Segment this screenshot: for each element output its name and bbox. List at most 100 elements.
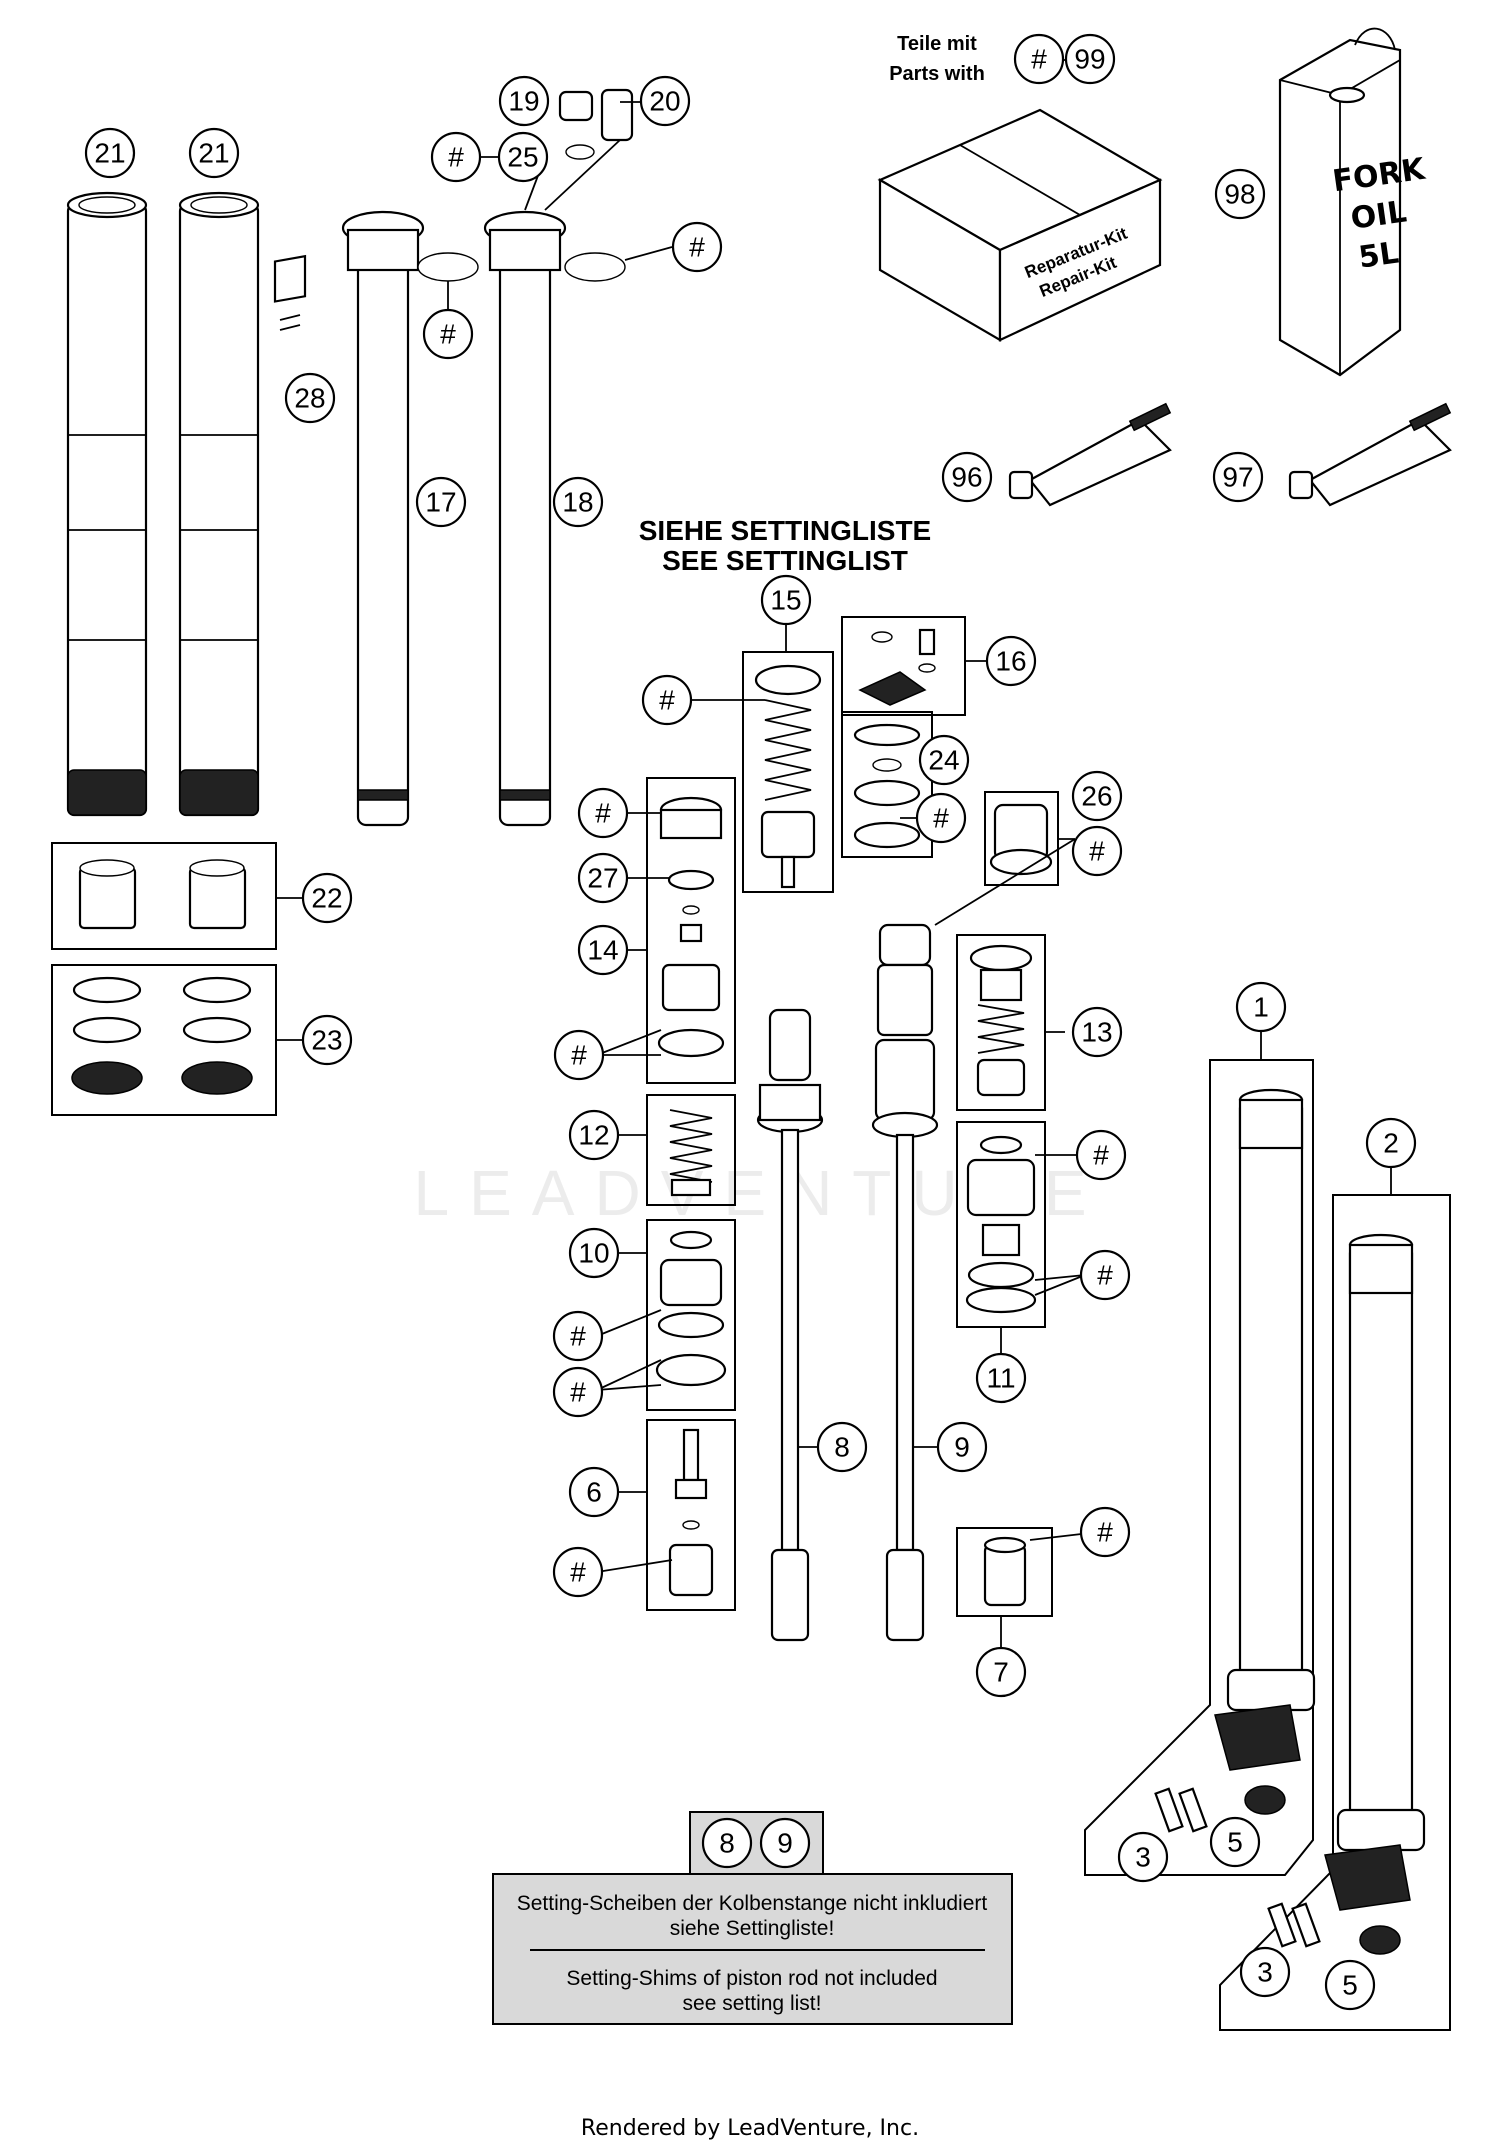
svg-text:#: #: [1097, 1260, 1113, 1291]
fork-oil-label-2: OIL: [1349, 194, 1409, 236]
piston-rod-8: [756, 1008, 824, 1642]
svg-text:#: #: [570, 1557, 586, 1588]
svg-text:96: 96: [951, 462, 982, 493]
svg-text:#: #: [1097, 1517, 1113, 1548]
outer-tube-left: [66, 191, 148, 817]
svg-text:99: 99: [1074, 44, 1105, 75]
svg-text:#: #: [1093, 1140, 1109, 1171]
callout-23: 23: [301, 1014, 353, 1066]
seals-23: [71, 976, 253, 1095]
callout-3b: 3: [1239, 1946, 1291, 1998]
assembly-14-frame: [646, 777, 736, 1084]
svg-text:#: #: [933, 803, 949, 834]
callout-11-hash-2: #: [1079, 1249, 1131, 1301]
svg-text:20: 20: [649, 86, 680, 117]
screws-16: [858, 628, 936, 706]
callout-27: 27: [577, 852, 629, 904]
callout-18: 18: [552, 476, 604, 528]
svg-text:18: 18: [562, 487, 593, 518]
callout-6: 6: [568, 1466, 620, 1518]
callout-13: 13: [1071, 1006, 1123, 1058]
callout-28: 28: [284, 372, 336, 424]
svg-text:98: 98: [1224, 179, 1255, 210]
callout-note-8: 8: [701, 1817, 753, 1869]
callout-7: 7: [975, 1646, 1027, 1698]
svg-text:22: 22: [311, 883, 342, 914]
inner-tube-17: [341, 210, 425, 827]
note-de-line1: Setting-Scheiben der Kolbenstange nicht …: [517, 1892, 988, 1915]
footer-credit: Rendered by LeadVenture, Inc.: [581, 2116, 919, 2141]
svg-text:24: 24: [928, 745, 959, 776]
parts-with-en: Parts with: [889, 63, 985, 85]
callout-26-hash: #: [1071, 825, 1123, 877]
svg-text:3: 3: [1135, 1842, 1151, 1873]
svg-text:17: 17: [425, 487, 456, 518]
piston-rod-9: [871, 923, 939, 1642]
svg-text:9: 9: [954, 1432, 970, 1463]
callout-99-hash: #: [1013, 33, 1065, 85]
callout-11-hash-1: #: [1075, 1129, 1127, 1181]
plug-20: [600, 88, 634, 142]
callout-11: 11: [975, 1352, 1027, 1404]
callout-6-hash: #: [552, 1546, 604, 1598]
svg-text:11: 11: [986, 1363, 1015, 1394]
callout-20: 20: [639, 75, 691, 127]
parts-with-de: Teile mit: [897, 33, 977, 55]
svg-text:2: 2: [1383, 1128, 1399, 1159]
spring-assembly-13: [969, 944, 1033, 1097]
plug-19: [558, 90, 594, 122]
fork-leg-1: [1214, 1088, 1316, 1771]
nut-5b: [1359, 1925, 1401, 1955]
svg-text:7: 7: [993, 1657, 1009, 1688]
callout-21a: 21: [84, 127, 136, 179]
callout-26: 26: [1071, 770, 1123, 822]
callout-15: 15: [760, 574, 812, 626]
outer-tube-right: [178, 191, 260, 817]
o-ring-17: [417, 252, 479, 282]
rings-24: [853, 723, 921, 849]
fork-oil-can: FORK OIL 5L: [1278, 27, 1429, 377]
nut-5a: [1244, 1785, 1286, 1815]
callout-16: 16: [985, 635, 1037, 687]
callout-14: 14: [577, 924, 629, 976]
svg-text:10: 10: [578, 1238, 609, 1269]
svg-text:8: 8: [834, 1432, 850, 1463]
svg-text:#: #: [571, 1040, 587, 1071]
assembly-13-frame: [956, 934, 1046, 1111]
svg-text:25: 25: [507, 142, 538, 173]
bushing-set-frame: [51, 842, 277, 950]
grease-tube-97: [1288, 402, 1452, 507]
svg-text:14: 14: [587, 935, 618, 966]
callout-24-hash: #: [915, 792, 967, 844]
bolts-3a: [1154, 1787, 1208, 1833]
assembly-24-frame: [841, 711, 933, 858]
svg-text:#: #: [1031, 44, 1047, 75]
callout-10: 10: [568, 1227, 620, 1279]
svg-text:#: #: [689, 232, 705, 263]
svg-text:97: 97: [1222, 462, 1253, 493]
callout-12: 12: [568, 1109, 620, 1161]
callout-2: 2: [1365, 1117, 1417, 1169]
svg-text:1: 1: [1253, 992, 1269, 1023]
callout-17: 17: [415, 476, 467, 528]
callout-25-hash: #: [430, 131, 482, 183]
svg-text:#: #: [570, 1377, 586, 1408]
svg-text:21: 21: [94, 138, 125, 169]
cap-26: [989, 803, 1053, 876]
assembly-16-frame: [841, 616, 966, 716]
svg-text:28: 28: [294, 383, 325, 414]
svg-text:21: 21: [198, 138, 229, 169]
svg-text:6: 6: [586, 1477, 602, 1508]
callout-5b: 5: [1324, 1959, 1376, 2011]
svg-text:#: #: [570, 1321, 586, 1352]
callout-15-hash: #: [641, 674, 693, 726]
svg-text:5: 5: [1342, 1970, 1358, 2001]
svg-text:23: 23: [311, 1025, 342, 1056]
callout-17-hash: #: [422, 308, 474, 360]
valve-assembly-10: [655, 1230, 727, 1387]
svg-text:13: 13: [1081, 1017, 1112, 1048]
note-de-line2: siehe Settingliste!: [670, 1917, 835, 1940]
callout-note-9: 9: [759, 1817, 811, 1869]
svg-text:12: 12: [578, 1120, 609, 1151]
